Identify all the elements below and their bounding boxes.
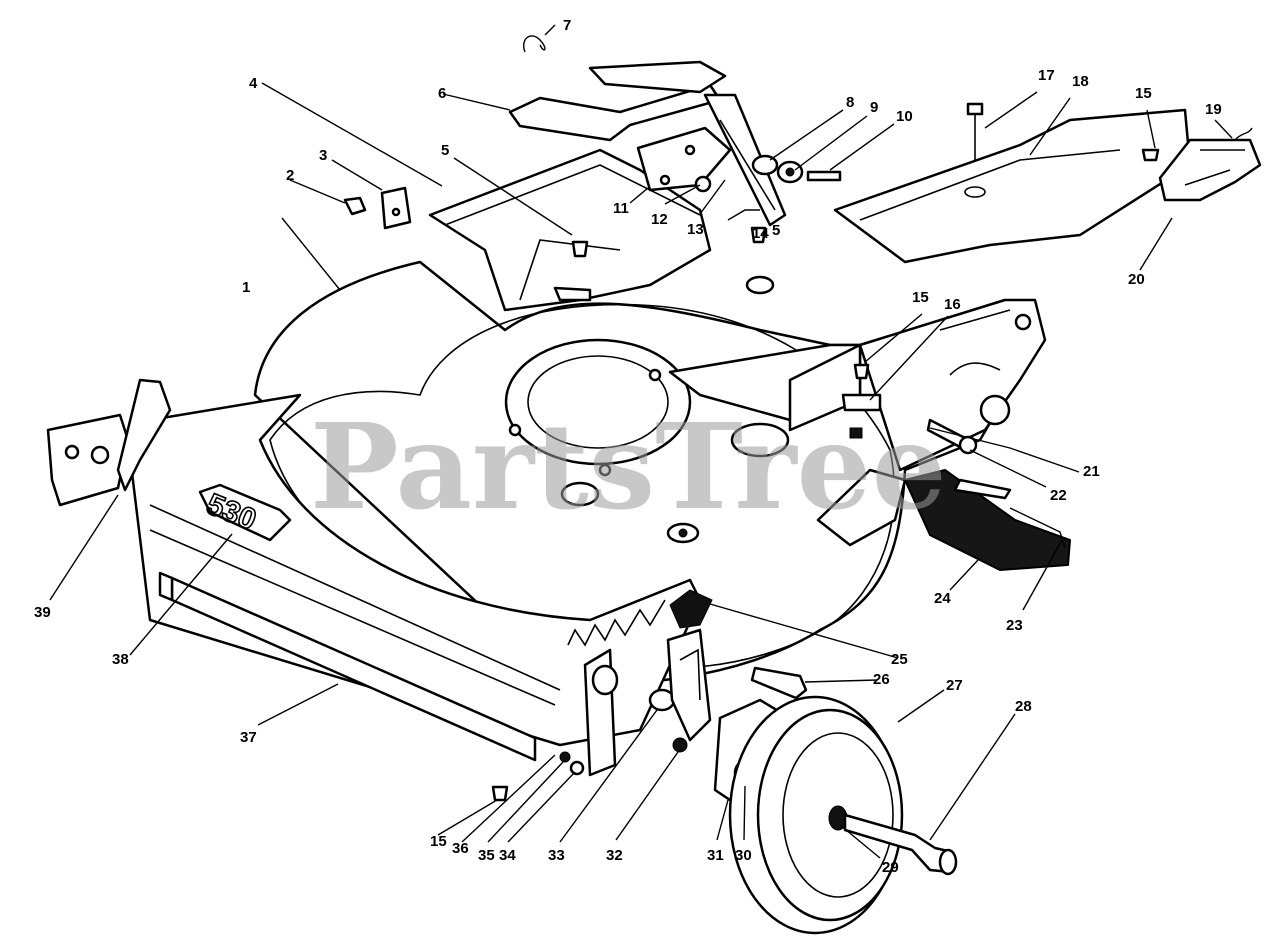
spring-wire-icon bbox=[1234, 127, 1253, 141]
callout-36: 36 bbox=[452, 840, 469, 857]
callout-17: 17 bbox=[1038, 67, 1055, 84]
callout-5b: 5 bbox=[772, 222, 780, 239]
callout-15-top: 15 bbox=[1135, 85, 1152, 102]
callout-6: 6 bbox=[438, 85, 446, 102]
callout-14: 14 bbox=[752, 225, 769, 242]
callout-33: 33 bbox=[548, 847, 565, 864]
callout-35: 35 bbox=[478, 847, 495, 864]
callout-15-bottom: 15 bbox=[430, 833, 447, 850]
callout-25: 25 bbox=[891, 651, 908, 668]
callout-30: 30 bbox=[735, 847, 752, 864]
baffle-plate bbox=[833, 102, 1262, 264]
hardware bbox=[343, 148, 1160, 802]
callout-22: 22 bbox=[1050, 487, 1067, 504]
callout-11: 11 bbox=[613, 200, 629, 217]
left-height-adjuster bbox=[46, 378, 172, 507]
callout-18: 18 bbox=[1072, 73, 1089, 90]
callout-2: 2 bbox=[286, 167, 294, 184]
callout-38: 38 bbox=[112, 651, 129, 668]
callout-20: 20 bbox=[1128, 271, 1145, 288]
callout-13: 13 bbox=[687, 221, 704, 238]
callout-24: 24 bbox=[934, 590, 951, 607]
callout-23: 23 bbox=[1006, 617, 1023, 634]
callout-28: 28 bbox=[1015, 698, 1032, 715]
mower-deck-housing: 530 bbox=[126, 260, 1047, 762]
callout-34: 34 bbox=[499, 847, 516, 864]
callout-1: 1 bbox=[242, 279, 250, 296]
callout-31: 31 bbox=[707, 847, 724, 864]
callout-7: 7 bbox=[563, 17, 571, 34]
callout-39: 39 bbox=[34, 604, 51, 621]
rear-flap bbox=[903, 468, 1072, 572]
leader-lines bbox=[49, 24, 1233, 859]
callout-9: 9 bbox=[870, 99, 878, 116]
callout-10: 10 bbox=[896, 108, 913, 125]
callout-19: 19 bbox=[1205, 101, 1222, 118]
callout-15-mid: 15 bbox=[912, 289, 929, 306]
callout-32: 32 bbox=[606, 847, 623, 864]
callout-29: 29 bbox=[882, 859, 899, 876]
callout-4: 4 bbox=[249, 75, 258, 92]
callout-3: 3 bbox=[319, 147, 327, 164]
watermark-text: PartsTree bbox=[310, 397, 947, 536]
handle-bracket bbox=[428, 60, 787, 312]
callout-26: 26 bbox=[873, 671, 890, 688]
callout-labels: 1 2 3 4 5 5 6 7 8 9 10 11 12 13 14 15 15… bbox=[34, 17, 1222, 876]
wheel-assembly bbox=[728, 695, 958, 935]
callout-21: 21 bbox=[1083, 463, 1100, 480]
callout-5: 5 bbox=[441, 142, 449, 159]
callout-27: 27 bbox=[946, 677, 963, 694]
callout-37: 37 bbox=[240, 729, 257, 746]
callout-8: 8 bbox=[846, 94, 854, 111]
callout-16: 16 bbox=[944, 296, 961, 313]
spring-wire-icon bbox=[523, 35, 546, 53]
callout-12: 12 bbox=[651, 211, 668, 228]
